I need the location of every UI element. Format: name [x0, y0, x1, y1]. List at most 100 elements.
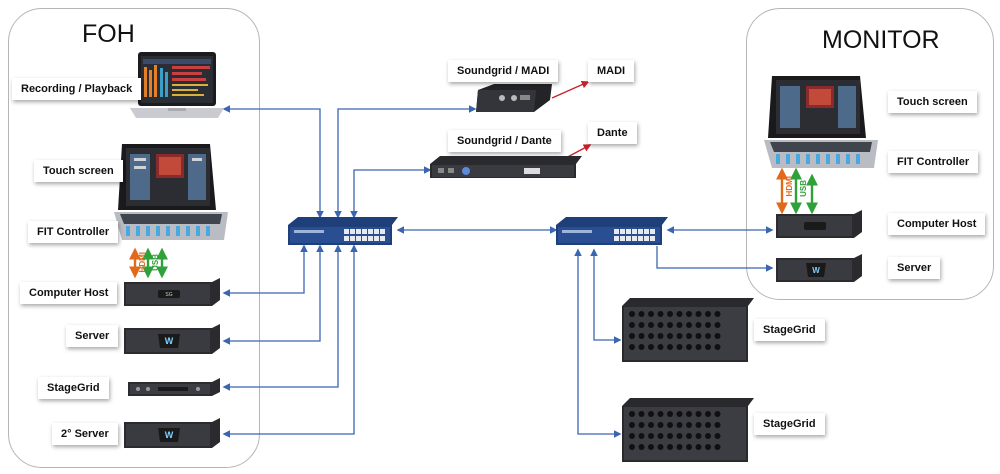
xlr-jack: [705, 433, 711, 439]
xlr-jack: [648, 333, 654, 339]
xlr-jack: [629, 444, 635, 450]
xlr-jack: [695, 433, 702, 439]
xlr-jack: [648, 322, 654, 328]
xlr-jack: [676, 422, 683, 428]
xlr-jack: [648, 422, 654, 428]
xlr-jack: [705, 322, 711, 328]
xlr-jack: [638, 333, 645, 339]
xlr-jack: [714, 322, 721, 328]
monitor-network-switch: [556, 217, 668, 245]
soundgrid-dante-device: [430, 156, 582, 178]
xlr-jack: [705, 333, 711, 339]
xlr-jack: [676, 344, 683, 350]
xlr-jack: [629, 333, 635, 339]
mon-usb-label: USB: [799, 180, 808, 197]
monitor-host-device: [776, 210, 862, 238]
xlr-jack: [705, 444, 711, 450]
svg-text:SG: SG: [165, 292, 172, 298]
mon-server-label: Server: [888, 257, 941, 279]
xlr-jack: [657, 344, 664, 350]
xlr-jack: [648, 433, 654, 439]
xlr-jack: [695, 422, 702, 428]
xlr-jack: [676, 444, 683, 450]
foh-server-device: W: [124, 324, 220, 354]
mon-fit-label: FIT Controller: [888, 151, 979, 173]
xlr-jack: [638, 411, 645, 417]
xlr-jack: [705, 411, 711, 417]
stagegrid1-device: [622, 298, 754, 362]
link-foh-host: [222, 244, 308, 297]
xlr-jack: [714, 444, 721, 450]
xlr-jack: [657, 411, 664, 417]
xlr-jack: [695, 411, 702, 417]
foh-server2-device: W: [124, 418, 220, 448]
xlr-jack: [714, 333, 721, 339]
mon-hdmi-label: HDMI: [785, 176, 794, 197]
madi-label: MADI: [588, 60, 635, 82]
xlr-jack: [629, 411, 635, 417]
xlr-jack: [657, 444, 664, 450]
xlr-jack: [676, 333, 683, 339]
xlr-jack: [695, 344, 702, 350]
foh-host-label: Computer Host: [20, 282, 118, 304]
xlr-jack: [714, 311, 721, 317]
xlr-jack: [648, 411, 654, 417]
foh-stagegrid-label: StageGrid: [38, 377, 109, 399]
xlr-jack: [686, 333, 692, 339]
xlr-jack: [676, 411, 683, 417]
xlr-jack: [695, 322, 702, 328]
sg-madi-label: Soundgrid / MADI: [448, 60, 559, 82]
foh-fit-label: FIT Controller: [28, 221, 119, 243]
xlr-jack: [648, 311, 654, 317]
xlr-jack: [705, 422, 711, 428]
link-dante-interface: [350, 166, 432, 219]
link-foh-server2: [222, 244, 358, 438]
xlr-jack: [705, 311, 711, 317]
xlr-jack: [638, 433, 645, 439]
xlr-jack: [629, 322, 635, 328]
xlr-jack: [638, 322, 645, 328]
xlr-jack: [667, 411, 673, 417]
xlr-jack: [686, 322, 692, 328]
link-madi-interface: [334, 105, 477, 219]
xlr-jack: [629, 311, 635, 317]
foh-hdmi-label: HDMI: [138, 252, 147, 273]
foh-usb-label: USB: [151, 254, 160, 271]
stagegrid1-label: StageGrid: [754, 319, 825, 341]
xlr-jack: [638, 311, 645, 317]
xlr-jack: [686, 311, 692, 317]
xlr-jack: [667, 322, 673, 328]
xlr-jack: [695, 311, 702, 317]
xlr-jack: [686, 422, 692, 428]
mon-touch-label: Touch screen: [888, 91, 977, 113]
foh-server2-label: 2° Server: [52, 423, 118, 445]
xlr-jack: [714, 433, 721, 439]
svg-text:W: W: [165, 336, 174, 346]
xlr-jack: [667, 344, 673, 350]
link-recording: [222, 105, 324, 219]
xlr-jack: [676, 311, 683, 317]
xlr-jack: [648, 444, 654, 450]
svg-text:W: W: [165, 430, 174, 440]
xlr-jack: [686, 411, 692, 417]
xlr-jack: [667, 311, 673, 317]
xlr-jack: [686, 444, 692, 450]
xlr-jack: [667, 422, 673, 428]
xlr-jack: [657, 311, 664, 317]
dante-label: Dante: [588, 122, 637, 144]
monitor-server-device: W: [776, 254, 862, 282]
soundgrid-madi-device: [476, 84, 552, 112]
link-foh-stagegrid: [222, 244, 342, 391]
xlr-jack: [695, 444, 702, 450]
foh-recording-label: Recording / Playback: [12, 78, 142, 100]
xlr-jack: [705, 344, 711, 350]
link-mon-server: [656, 246, 774, 272]
xlr-jack: [638, 444, 645, 450]
madi-output-arrow: [551, 80, 590, 99]
xlr-jack: [714, 411, 721, 417]
xlr-jack: [667, 444, 673, 450]
xlr-jack: [657, 333, 664, 339]
laptop-device: [130, 52, 224, 118]
foh-server-label: Server: [66, 325, 119, 347]
